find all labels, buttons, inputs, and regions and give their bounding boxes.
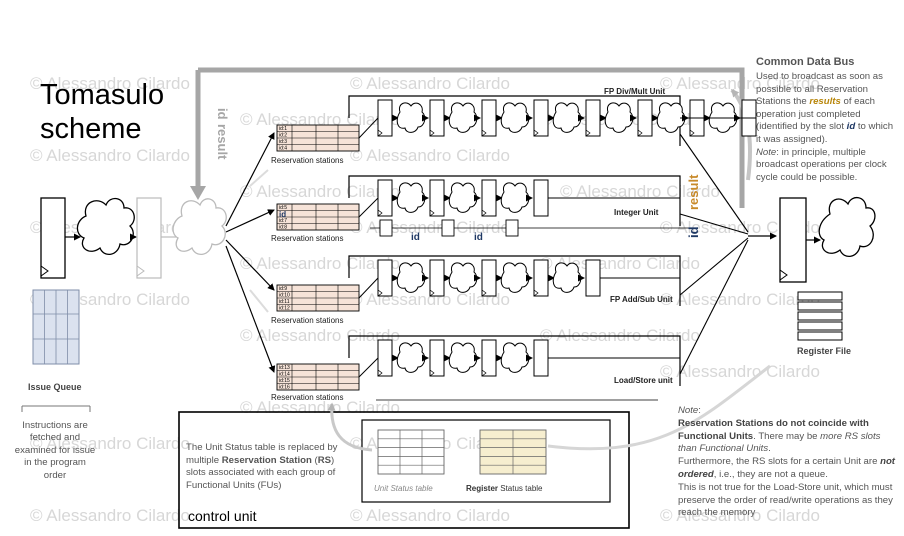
- load-store-unit-label: Load/Store unit: [614, 376, 673, 385]
- rs-label-integer: Reservation stations: [271, 234, 344, 243]
- pipeline-integer: [348, 175, 681, 226]
- issue-queue-icon: [32, 289, 80, 365]
- watermark-text: © Alessandro Cilardo: [240, 254, 400, 273]
- cdb-title: Common Data Bus: [756, 56, 855, 68]
- rs-slot-id: id:7: [279, 218, 287, 224]
- cdb-id-label: id: [215, 108, 230, 120]
- int-id-label-2: id: [474, 232, 483, 243]
- control-unit-box: [178, 411, 630, 529]
- int-result-label: result: [686, 174, 701, 210]
- rs-slot-id: id:16: [279, 385, 290, 391]
- rs-slot-id: id: [279, 210, 286, 219]
- control-unit-description: The Unit Status table is replaced by mul…: [186, 442, 338, 491]
- rs-slot-id: id:2: [279, 133, 287, 139]
- cdb-result-label: result: [215, 124, 230, 160]
- rs-slot-id: id:15: [279, 378, 290, 384]
- rs-slot-id: id:8: [279, 225, 287, 231]
- dispatch-cloud: [172, 198, 227, 255]
- rs-table-fp-div: id:1id:2id:3id:4: [276, 124, 360, 152]
- issue-queue-description: Instructions are fetched and examined fo…: [14, 420, 96, 481]
- register-status-table: [479, 429, 547, 475]
- cdb-description: Used to broadcast as soon as possible to…: [756, 71, 894, 183]
- front-logic-cloud-1: [76, 197, 135, 255]
- note-to-control-arrow: [547, 364, 771, 451]
- watermark-text: © Alessandro Cilardo: [350, 146, 510, 165]
- rs-slot-id: id:12: [279, 306, 290, 312]
- fp-div-unit-label: FP Div/Mult Unit: [604, 87, 666, 96]
- pipeline-fp-div: [348, 95, 757, 146]
- rs-slot-id: id:4: [279, 146, 287, 152]
- control-to-rs-arrow: [327, 402, 373, 452]
- int-id-reg-2: [441, 219, 455, 237]
- status-tables-frame: [361, 419, 611, 503]
- back-logic-cloud: [818, 197, 876, 257]
- front-register-2: [136, 197, 162, 279]
- page-title: Tomasulo scheme: [40, 79, 165, 145]
- rs-slot-id: id:9: [279, 286, 287, 292]
- rs-slot-id: id:11: [279, 299, 290, 305]
- register-file-icon: [797, 291, 843, 341]
- unit-status-table-label: Unit Status table: [374, 484, 433, 493]
- cdb-bus-line: [198, 67, 745, 208]
- functional-unit-pipelines: [348, 95, 757, 386]
- rs-label-load-store: Reservation stations: [271, 393, 344, 402]
- watermark-text: © Alessandro Cilardo: [350, 74, 510, 93]
- int-id-label-vertical: id: [686, 226, 701, 238]
- rs-slot-id: id:3: [279, 139, 287, 145]
- reservation-station-tables: id:1id:2id:3id:4id:5idid:7id:8id:9id:10i…: [276, 124, 360, 391]
- watermark-text: © Alessandro Cilardo: [240, 182, 400, 201]
- watermark-text: © Alessandro Cilardo: [30, 74, 190, 93]
- pipeline-load-store: [348, 335, 681, 386]
- rs-label-fp-div: Reservation stations: [271, 156, 344, 165]
- watermark-text: © Alessandro Cilardo: [240, 110, 400, 129]
- issue-queue-label: Issue Queue: [28, 382, 82, 392]
- watermark-text: © Alessandro Cilardo: [30, 434, 190, 453]
- rs-slot-id: id:5: [279, 205, 287, 211]
- cdb-down-arrowhead: [190, 186, 206, 200]
- int-id-reg-1: [379, 219, 393, 237]
- watermark-text: © Alessandro Cilardo: [660, 506, 820, 525]
- register-status-table-label: Register Status table: [466, 484, 543, 493]
- register-file-label: Register File: [797, 346, 852, 356]
- note-text: Note: Reservation Stations do not coinci…: [678, 405, 895, 519]
- control-unit-label: control unit: [188, 508, 257, 524]
- watermark-text: © Alessandro Cilardo: [240, 326, 400, 345]
- pipeline-fp-add: [348, 255, 681, 306]
- watermark-text: © Alessandro Cilardo: [350, 506, 510, 525]
- int-id-reg-3: [505, 219, 519, 237]
- fp-add-unit-label: FP Add/Sub Unit: [610, 295, 673, 304]
- watermark-text: © Alessandro Cilardo: [30, 146, 190, 165]
- watermark-text: © Alessandro Cilardo: [660, 290, 820, 309]
- front-register-1: [40, 197, 66, 279]
- watermark-text: © Alessandro Cilardo: [540, 254, 700, 273]
- rs-label-fp-add: Reservation stations: [271, 316, 344, 325]
- unit-status-table: [377, 429, 445, 475]
- back-register: [779, 197, 807, 283]
- rs-slot-id: id:13: [279, 365, 290, 371]
- watermark-text: © Alessandro Cilardo: [660, 362, 820, 381]
- watermark-text: © Alessandro Cilardo: [30, 506, 190, 525]
- rs-slot-id: id:1: [279, 126, 287, 132]
- integer-unit-label: Integer Unit: [614, 208, 659, 217]
- rs-slot-id: id:10: [279, 293, 290, 299]
- int-id-label-1: id: [411, 232, 420, 243]
- rs-slot-id: id:14: [279, 372, 290, 378]
